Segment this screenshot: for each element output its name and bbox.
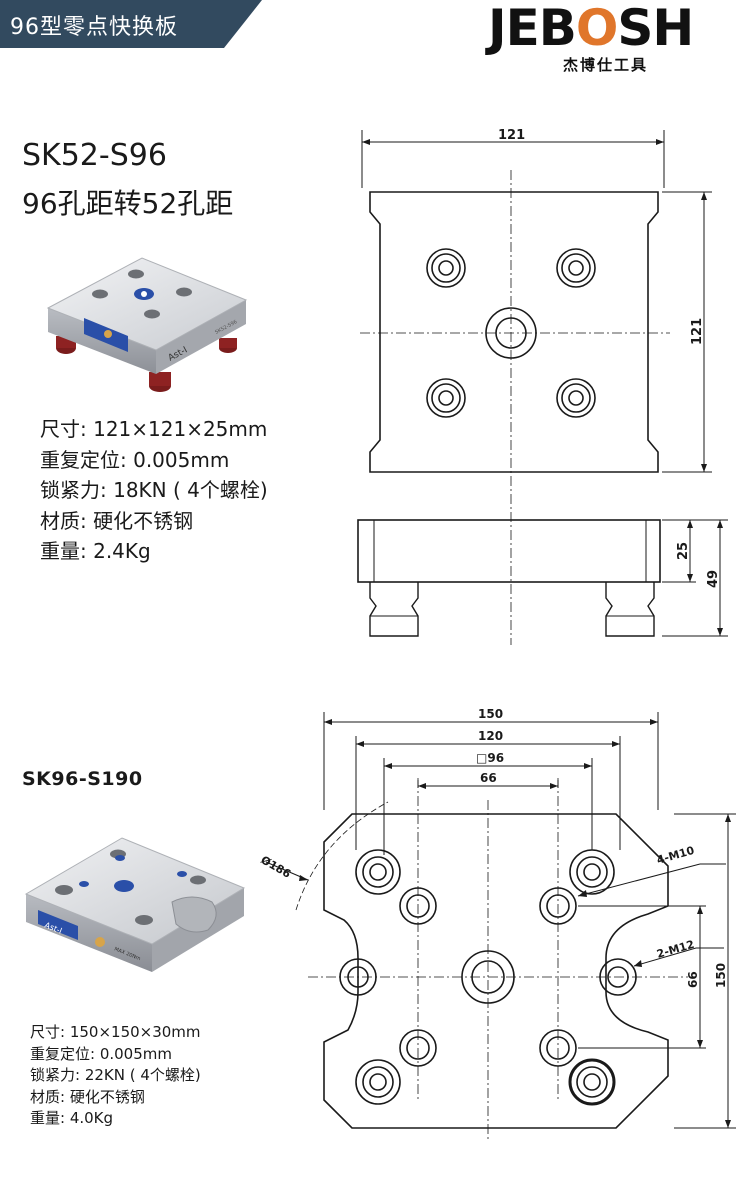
product2-dim-overall: 150 — [478, 707, 503, 721]
product2-dim-vertical-66: 66 — [686, 971, 700, 988]
product1-dim-total-height: 49 — [706, 570, 721, 588]
product1-dim-thickness: 25 — [676, 542, 691, 560]
product1-subtitle: 96孔距转52孔距 — [22, 187, 234, 220]
banner-title: 96型零点快换板 — [10, 15, 178, 40]
product1-spec-weight: 重量: 2.4Kg — [40, 539, 151, 563]
product1-dim-height: 121 — [690, 318, 705, 345]
product2-dim-hole-m10: 4-M10 — [655, 844, 696, 867]
product2-dim-square: □96 — [476, 751, 504, 765]
product1-spec-repeatability: 重复定位: 0.005mm — [40, 447, 230, 472]
product1-specs: 尺寸: 121×121×25mm 重复定位: 0.005mm 锁紧力: 18KN… — [40, 414, 268, 567]
product1-spec-material: 材质: 硬化不锈钢 — [40, 508, 194, 533]
product1-spec-size: 尺寸: 121×121×25mm — [40, 417, 268, 441]
product2-spec-weight: 重量: 4.0Kg — [30, 1109, 114, 1127]
product2-dim-inner: 66 — [480, 771, 497, 785]
title-banner: 96型零点快换板 — [0, 0, 262, 48]
product2-drawing: 150 120 □96 66 Ø186 4-M10 2-M12 66 150 — [259, 707, 736, 1140]
product1-model: SK52-S96 — [22, 138, 167, 173]
product1-dim-width: 121 — [498, 128, 525, 143]
product2-spec-material: 材质: 硬化不锈钢 — [30, 1087, 145, 1106]
product2-dim-vertical-150: 150 — [714, 963, 728, 988]
product2-dim-bolt-span: 120 — [478, 729, 503, 743]
product2-spec-clamping-force: 锁紧力: 22KN ( 4个螺栓) — [30, 1066, 201, 1084]
brand-logo-subtitle: 杰博仕工具 — [563, 56, 649, 74]
product2-dim-hole-m12: 2-M12 — [655, 938, 696, 961]
brand-logo-wordmark: JEBOSH — [488, 0, 694, 57]
product1-photo: Ast-Ⅰ SK52-S96 — [46, 257, 248, 392]
product2-specs: 尺寸: 150×150×30mm 重复定位: 0.005mm 锁紧力: 22KN… — [30, 1022, 201, 1130]
product2-photo: Ast-Ⅰ MAX 20Nm — [24, 837, 246, 972]
banner-shape — [0, 0, 262, 48]
product1-drawing: 121 121 25 49 — [357, 128, 728, 645]
brand-logo: JEBOSH 杰博仕工具 — [488, 2, 738, 74]
product2-spec-size: 尺寸: 150×150×30mm — [30, 1023, 201, 1041]
product2-model: SK96-S190 — [22, 768, 143, 790]
product2-spec-repeatability: 重复定位: 0.005mm — [30, 1044, 172, 1063]
product1-spec-clamping-force: 锁紧力: 18KN ( 4个螺栓) — [40, 478, 268, 502]
product2-dim-diameter: Ø186 — [259, 853, 294, 881]
